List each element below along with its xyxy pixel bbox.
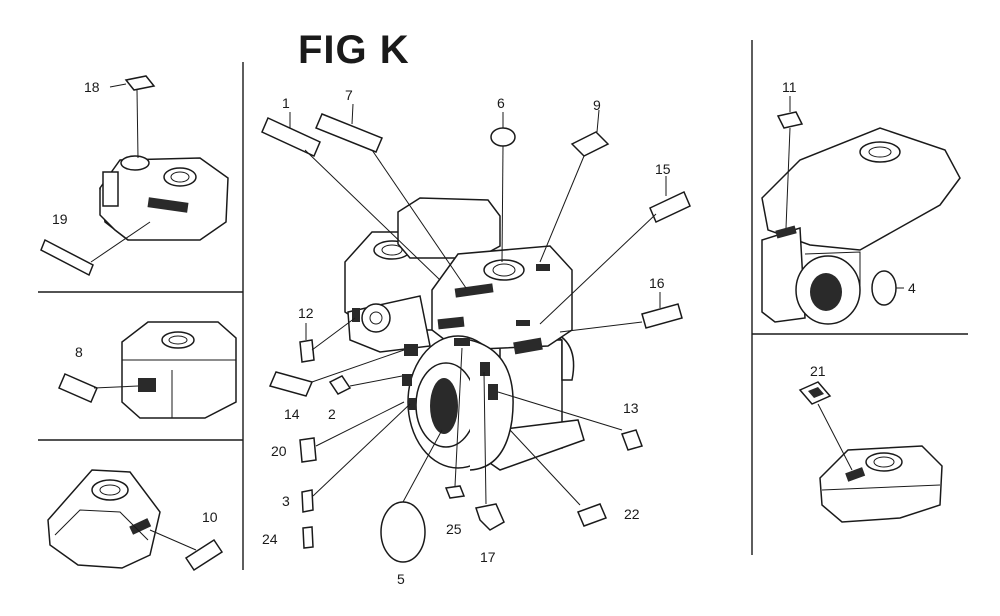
label-16: [559, 292, 683, 333]
label-18: [109, 75, 156, 159]
callout-18: 18: [84, 79, 100, 95]
callout-6: 6: [497, 95, 505, 111]
callout-1: 1: [282, 95, 290, 111]
label-2: [328, 375, 403, 395]
label-15: [539, 176, 691, 325]
label-17: [475, 371, 505, 531]
callout-19: 19: [52, 211, 68, 227]
label-22: [509, 429, 608, 527]
callout-20: 20: [271, 443, 287, 459]
label-3: [301, 403, 411, 513]
callout-9: 9: [593, 97, 601, 113]
fuel-tank-side-view: [99, 155, 229, 241]
callout-24: 24: [262, 531, 278, 547]
label-9: [539, 109, 610, 263]
label-20: [299, 401, 405, 463]
label-10: [149, 529, 224, 572]
label-24: [302, 526, 314, 549]
label-7: [315, 103, 467, 289]
callout-21: 21: [810, 363, 826, 379]
callout-2: 2: [328, 406, 336, 422]
label-5: [380, 429, 443, 563]
label-12: [299, 317, 356, 363]
callout-numbers: 18 19 8 10 1 7 6 9 15 16 12 14 2 20 3 24…: [52, 79, 916, 587]
callout-10: 10: [202, 509, 218, 525]
callout-17: 17: [480, 549, 496, 565]
fuel-tank-top-view: [819, 445, 943, 523]
callout-22: 22: [624, 506, 640, 522]
callout-14: 14: [284, 406, 300, 422]
callout-3: 3: [282, 493, 290, 509]
callout-7: 7: [345, 87, 353, 103]
engine-assembly: [344, 197, 585, 471]
fuel-tank-angled-view: [47, 469, 161, 569]
panel-dividers: [38, 40, 968, 570]
label-13: [497, 391, 643, 451]
figure-title: FIG K: [298, 28, 410, 72]
callout-4: 4: [908, 280, 916, 296]
callout-12: 12: [298, 305, 314, 321]
callout-15: 15: [655, 161, 671, 177]
label-14: [268, 349, 405, 397]
fuel-tank-middle-view: [121, 321, 237, 419]
callout-16: 16: [649, 275, 665, 291]
callout-13: 13: [623, 400, 639, 416]
label-6: [490, 112, 516, 263]
label-19: [40, 221, 151, 277]
label-21: [798, 381, 853, 471]
callout-25: 25: [446, 521, 462, 537]
label-4: [871, 270, 904, 306]
callout-5: 5: [397, 571, 405, 587]
fuel-tank-right-view: [761, 127, 961, 325]
callout-11: 11: [782, 79, 797, 95]
callout-8: 8: [75, 344, 83, 360]
label-1: [261, 112, 441, 281]
label-11: [776, 96, 804, 229]
label-8: [58, 373, 139, 403]
label-25: [444, 347, 466, 499]
